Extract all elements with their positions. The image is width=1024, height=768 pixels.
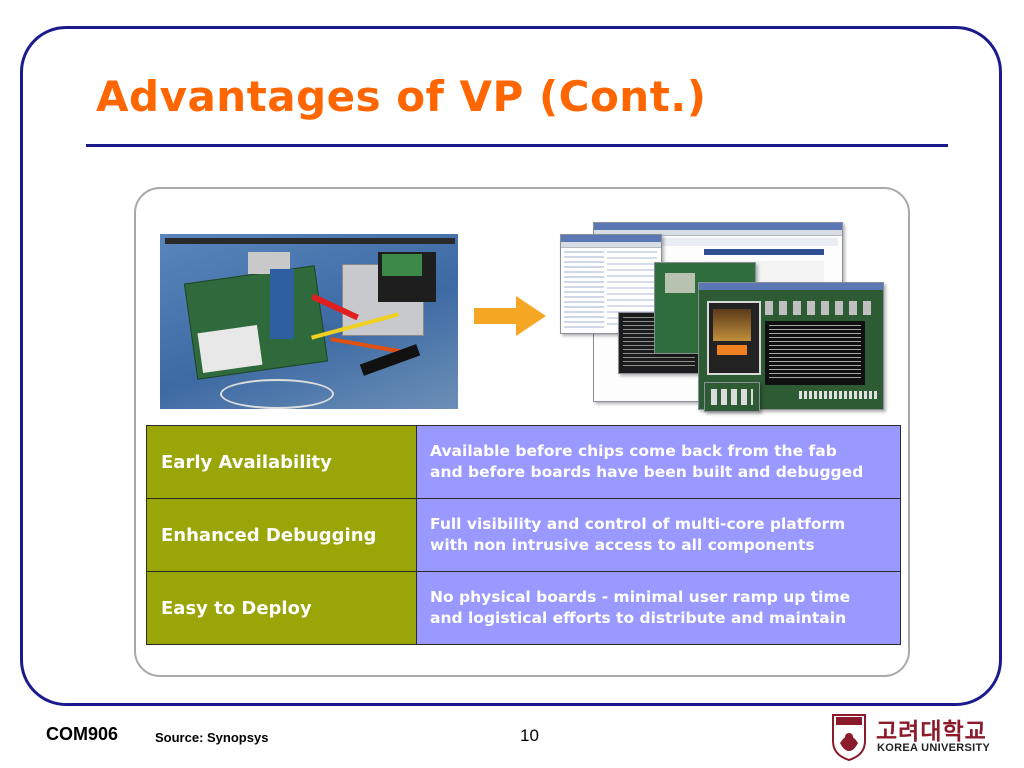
virtual-platform-screenshots <box>558 222 884 414</box>
source-credit: Source: Synopsys <box>155 730 269 745</box>
advantage-label: Early Availability <box>146 425 417 499</box>
advantage-description: Available before chips come back from th… <box>416 425 901 499</box>
university-seal-icon <box>832 714 866 761</box>
advantages-table: Early Availability Available before chip… <box>146 425 901 645</box>
description-line: with non intrusive access to all compone… <box>430 536 815 554</box>
title-underline <box>86 144 948 147</box>
description-line: and logistical efforts to distribute and… <box>430 609 847 627</box>
slide-frame <box>20 26 1002 706</box>
table-row: Early Availability Available before chip… <box>146 425 901 499</box>
advantage-description: Full visibility and control of multi-cor… <box>416 498 901 572</box>
slide-title: Advantages of VP (Cont.) <box>96 72 707 121</box>
advantage-label: Enhanced Debugging <box>146 498 417 572</box>
advantage-label: Easy to Deploy <box>146 571 417 645</box>
university-name-english: KOREA UNIVERSITY <box>877 742 991 754</box>
table-row: Easy to Deploy No physical boards - mini… <box>146 571 901 645</box>
description-line: No physical boards - minimal user ramp u… <box>430 588 851 606</box>
description-line: and before boards have been built and de… <box>430 463 864 481</box>
description-line: Full visibility and control of multi-cor… <box>430 515 846 533</box>
course-code: COM906 <box>46 724 119 744</box>
advantage-description: No physical boards - minimal user ramp u… <box>416 571 901 645</box>
description-line: Available before chips come back from th… <box>430 442 837 460</box>
page-number: 10 <box>520 726 539 745</box>
right-arrow-icon <box>474 296 546 336</box>
hardware-board-photo <box>160 234 458 409</box>
university-name-korean: 고려대학교 <box>876 719 987 745</box>
table-row: Enhanced Debugging Full visibility and c… <box>146 498 901 572</box>
